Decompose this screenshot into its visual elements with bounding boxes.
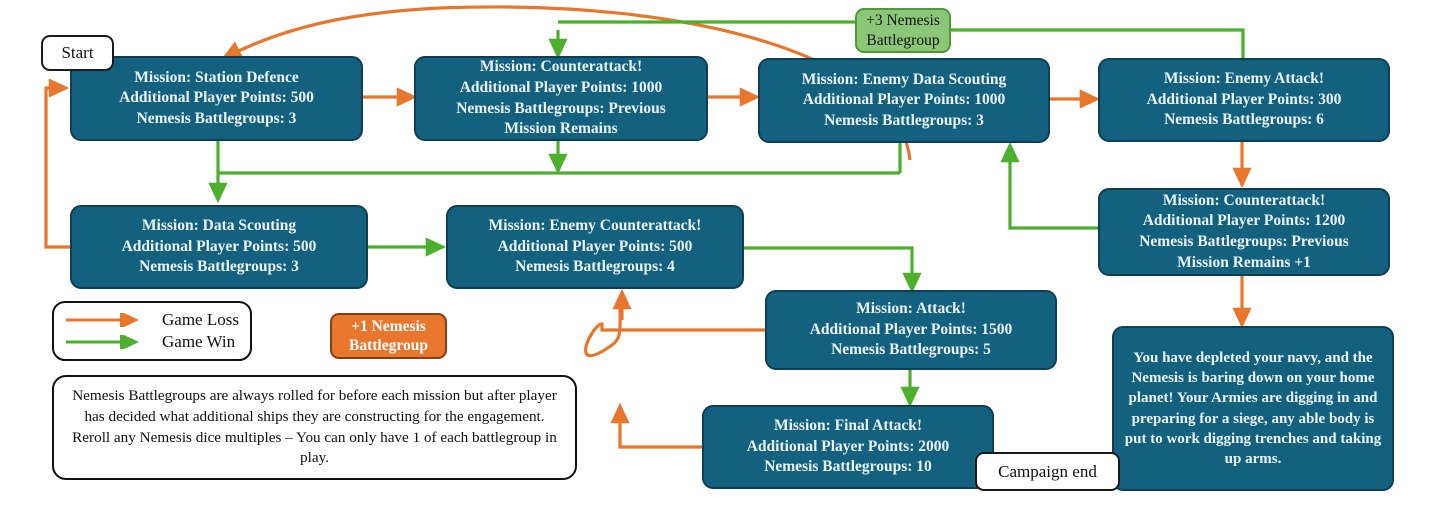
node-line: Mission: Counterattack!	[1162, 191, 1326, 209]
node-station-defence[interactable]: Mission: Station Defence Additional Play…	[70, 56, 363, 141]
node-line: Nemesis Battlegroups: 5	[831, 341, 991, 359]
node-line: Nemesis Battlegroups: 10	[764, 458, 932, 476]
node-line: Mission: Attack!	[856, 300, 966, 318]
node-line: Mission: Enemy Attack!	[1163, 70, 1325, 88]
node-line: Mission: Enemy Counterattack!	[488, 217, 702, 235]
campaign-end-marker: Campaign end	[975, 452, 1120, 491]
node-line: Mission: Final Attack!	[773, 417, 923, 435]
badge-plus-one-nemesis: +1 Nemesis Battlegroup	[330, 313, 447, 359]
start-marker: Start	[41, 35, 114, 71]
node-line: Additional Player Points: 500	[121, 237, 317, 255]
badge-plus-three-line1: +3 Nemesis	[866, 12, 940, 30]
legend-item-game-win: Game Win	[64, 331, 240, 353]
node-line: Nemesis Battlegroups: 4	[515, 258, 675, 276]
start-marker-label: Start	[61, 43, 94, 62]
badge-plus-three-line2: Battlegroup	[866, 31, 940, 49]
node-line: Nemesis Battlegroups: 3	[139, 258, 299, 276]
node-line: Additional Player Points: 300	[1146, 90, 1342, 108]
rules-note-text: Nemesis Battlegroups are always rolled f…	[72, 386, 557, 467]
win-arrow-icon	[64, 335, 150, 349]
node-campaign-ending-text[interactable]: You have depleted your navy, and the Nem…	[1112, 326, 1394, 491]
node-line: Additional Player Points: 500	[119, 89, 314, 107]
node-data-scouting[interactable]: Mission: Data Scouting Additional Player…	[70, 205, 368, 289]
node-line: Nemesis Battlegroups: Previous	[456, 99, 666, 117]
node-line: Additional Player Points: 2000	[746, 437, 950, 455]
badge-plus-one-line2: Battlegroup	[349, 337, 428, 354]
node-attack[interactable]: Mission: Attack! Additional Player Point…	[765, 290, 1057, 370]
badge-plus-three-nemesis: +3 Nemesis Battlegroup	[855, 8, 951, 53]
node-line: Additional Player Points: 1000	[459, 78, 663, 96]
node-line: Mission Remains +1	[1177, 253, 1311, 271]
campaign-end-label: Campaign end	[998, 461, 1097, 481]
node-counterattack-1000[interactable]: Mission: Counterattack! Additional Playe…	[414, 56, 708, 141]
node-line: Nemesis Battlegroups: 6	[1164, 111, 1324, 129]
node-line: Mission: Data Scouting	[141, 217, 297, 235]
node-counterattack-1200[interactable]: Mission: Counterattack! Additional Playe…	[1098, 188, 1390, 276]
legend-label-game-loss: Game Loss	[162, 310, 239, 329]
node-line: Additional Player Points: 1500	[809, 320, 1013, 338]
node-enemy-attack[interactable]: Mission: Enemy Attack! Additional Player…	[1098, 58, 1390, 142]
rules-note: Nemesis Battlegroups are always rolled f…	[52, 375, 577, 480]
legend-label-game-win: Game Win	[162, 332, 236, 351]
node-enemy-data-scouting[interactable]: Mission: Enemy Data Scouting Additional …	[758, 58, 1050, 143]
node-line: Mission: Station Defence	[134, 68, 299, 86]
badge-plus-one-line1: +1 Nemesis	[351, 317, 426, 335]
node-line: Nemesis Battlegroups: 3	[136, 109, 297, 127]
node-line: Nemesis Battlegroups: 3	[824, 111, 984, 129]
node-final-attack[interactable]: Mission: Final Attack! Additional Player…	[702, 405, 994, 489]
node-line: Mission: Counterattack!	[479, 58, 643, 76]
node-line: Additional Player Points: 500	[497, 237, 693, 255]
node-line: Mission Remains	[504, 120, 618, 138]
node-line: Mission: Enemy Data Scouting	[801, 70, 1007, 88]
node-line: Additional Player Points: 1000	[802, 91, 1006, 109]
node-enemy-counterattack[interactable]: Mission: Enemy Counterattack! Additional…	[446, 205, 744, 289]
win-edges	[208, 20, 1245, 408]
loss-arrow-icon	[64, 313, 150, 327]
legend: Game Loss Game Win	[52, 301, 252, 361]
node-line: Nemesis Battlegroups: Previous	[1139, 233, 1349, 250]
legend-item-game-loss: Game Loss	[64, 309, 240, 331]
campaign-ending-text: You have depleted your navy, and the Nem…	[1124, 350, 1382, 467]
node-line: Additional Player Points: 1200	[1142, 212, 1346, 230]
